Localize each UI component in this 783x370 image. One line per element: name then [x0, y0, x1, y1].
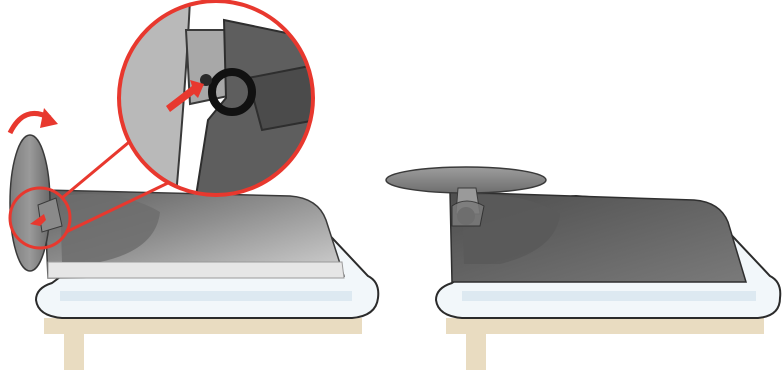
table-apron — [446, 318, 764, 334]
table-leg — [466, 330, 486, 370]
stand-pivot — [451, 200, 485, 227]
right-panel — [385, 166, 782, 370]
zoom-latch-button — [200, 74, 212, 86]
press-arrow-small — [30, 214, 46, 226]
table-apron — [44, 318, 362, 334]
press-arrow-icon — [166, 80, 204, 112]
callout-line-bottom — [65, 180, 171, 234]
zoom-monitor-recess — [246, 64, 313, 132]
monitor-hinge-cover — [462, 194, 560, 264]
monitor-panel-left — [43, 189, 346, 279]
monitor-panel-right — [449, 191, 748, 283]
left-panel — [7, 0, 380, 370]
highlight-circle — [8, 186, 72, 250]
monitor-hinge-cover — [60, 194, 160, 262]
table-leg — [64, 330, 84, 370]
monitor-bezel — [47, 261, 345, 279]
rotate-arrow-head — [40, 108, 58, 128]
zoom-callout — [117, 0, 315, 197]
zoom-latch-ring — [208, 68, 256, 116]
callout-line-top — [61, 136, 135, 200]
